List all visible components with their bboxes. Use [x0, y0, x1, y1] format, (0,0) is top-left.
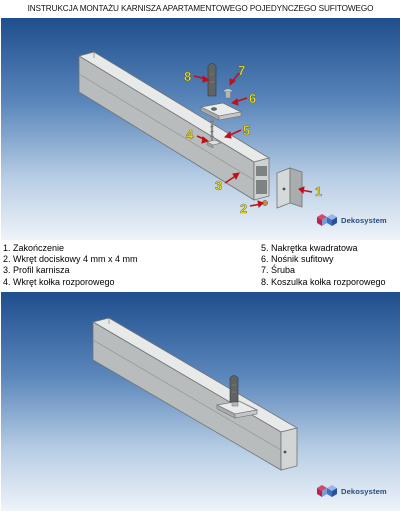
brand-name: Dekosystem [341, 486, 387, 496]
callout-6: 6 [249, 91, 256, 106]
exploded-view-panel: 1 2 3 4 5 6 7 8 [1, 18, 400, 240]
callout-1: 1 [315, 184, 322, 199]
cube-logo-icon [316, 484, 338, 498]
wall-plug [207, 63, 217, 97]
legend-item: 3. Profil karnisza [3, 265, 70, 276]
legend-item: 6. Nośnik sufitowy [261, 254, 334, 265]
assembled-wall-plug [229, 375, 239, 403]
callout-arrows [193, 72, 313, 209]
callout-4: 4 [186, 127, 194, 142]
rail-profile [77, 51, 271, 201]
callout-7: 7 [238, 63, 245, 78]
legend-item: 1. Zakończenie [3, 243, 65, 253]
bolt [223, 88, 233, 99]
legend-column-right: 5. Nakrętka kwadratowa 6. Nośnik sufitow… [261, 243, 386, 288]
brand-name: Dekosystem [341, 215, 387, 225]
legend-column-left: 1. Zakończenie 2. Wkręt dociskowy 4 mm x… [3, 243, 138, 288]
assembled-view-illustration [91, 317, 299, 471]
callout-2: 2 [240, 201, 247, 216]
callout-3: 3 [215, 178, 222, 193]
legend-item: 2. Wkręt dociskowy 4 mm x 4 mm [3, 254, 138, 265]
assembled-rail-profile [91, 317, 299, 471]
legend-item: 7. Śruba [261, 265, 296, 276]
legend-item: 4. Wkręt kołka rozporowego [3, 276, 115, 287]
end-cap [276, 167, 303, 209]
page-title: INSTRUKCJA MONTAŻU KARNISZA APARTAMENTOW… [27, 4, 374, 13]
exploded-view-illustration: 1 2 3 4 5 6 7 8 [77, 51, 322, 216]
cube-logo-icon [316, 213, 338, 227]
parts-legend: 1. Zakończenie 2. Wkręt dociskowy 4 mm x… [0, 240, 401, 292]
plug-screw [209, 118, 215, 142]
ceiling-bracket [199, 102, 243, 121]
legend-item: 8. Koszulka kołka rozporowego [261, 276, 386, 287]
brand-logo-bottom: Dekosystem [316, 484, 387, 498]
assembled-view-panel [1, 292, 400, 511]
brand-logo: Dekosystem [316, 213, 387, 227]
callout-5: 5 [243, 123, 250, 138]
legend-item: 5. Nakrętka kwadratowa [261, 243, 358, 253]
callout-8: 8 [184, 69, 191, 84]
square-nut [206, 139, 222, 149]
